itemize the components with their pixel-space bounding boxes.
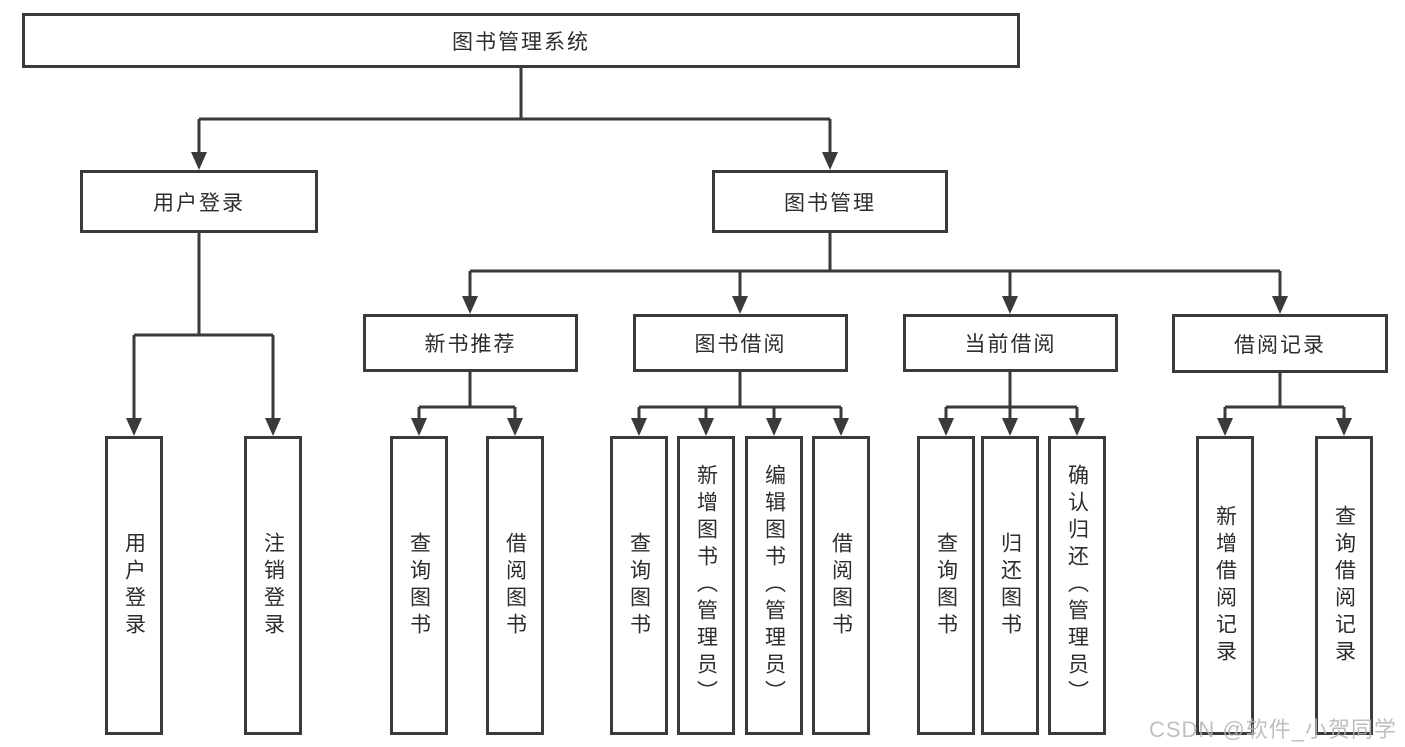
leaf-return-books-label: 归还图书 — [998, 531, 1022, 640]
leaf-borrow-books-recommend-label: 借阅图书 — [503, 531, 527, 640]
node-current-borrowing: 当前借阅 — [903, 314, 1118, 372]
node-new-book-recommend-label: 新书推荐 — [424, 333, 517, 356]
node-book-management-label: 图书管理 — [784, 191, 876, 215]
leaf-add-borrow-record-label: 新增借阅记录 — [1213, 504, 1237, 667]
watermark-text: CSDN @软件_小贺同学 — [1148, 717, 1397, 742]
leaf-add-books-admin-label: 新增图书（管理员） — [694, 464, 718, 707]
leaf-confirm-return-admin: 确认归还（管理员） — [1048, 436, 1106, 735]
leaf-add-borrow-record: 新增借阅记录 — [1196, 436, 1254, 735]
leaf-logout-label: 注销登录 — [261, 531, 285, 640]
node-library-system-label: 图书管理系统 — [452, 30, 590, 54]
leaf-query-books-current: 查询图书 — [917, 436, 975, 735]
leaf-query-books-borrowing-label: 查询图书 — [627, 531, 651, 640]
leaf-query-books-recommend: 查询图书 — [390, 436, 448, 735]
node-book-borrowing-label: 图书借阅 — [694, 333, 787, 356]
leaf-user-login: 用户登录 — [105, 436, 163, 735]
node-book-management: 图书管理 — [712, 170, 948, 233]
node-borrowing-records-label: 借阅记录 — [1234, 333, 1326, 357]
leaf-borrow-books-label: 借阅图书 — [829, 531, 853, 640]
leaf-query-borrow-record-label: 查询借阅记录 — [1332, 504, 1356, 667]
leaf-logout: 注销登录 — [244, 436, 302, 735]
leaf-confirm-return-admin-label: 确认归还（管理员） — [1065, 464, 1089, 707]
leaf-return-books: 归还图书 — [981, 436, 1039, 735]
leaf-query-books-recommend-label: 查询图书 — [407, 531, 431, 640]
leaf-user-login-label: 用户登录 — [122, 531, 146, 640]
leaf-borrow-books-recommend: 借阅图书 — [486, 436, 544, 735]
node-new-book-recommend: 新书推荐 — [363, 314, 578, 372]
node-library-system: 图书管理系统 — [22, 13, 1020, 68]
leaf-query-books-borrowing: 查询图书 — [610, 436, 668, 735]
leaf-query-borrow-record: 查询借阅记录 — [1315, 436, 1373, 735]
node-current-borrowing-label: 当前借阅 — [964, 333, 1057, 356]
leaf-query-books-current-label: 查询图书 — [934, 531, 958, 640]
leaf-edit-books-admin-label: 编辑图书（管理员） — [762, 464, 786, 707]
leaf-add-books-admin: 新增图书（管理员） — [677, 436, 735, 735]
node-book-borrowing: 图书借阅 — [633, 314, 848, 372]
node-borrowing-records: 借阅记录 — [1172, 314, 1388, 373]
node-user-login: 用户登录 — [80, 170, 318, 233]
leaf-edit-books-admin: 编辑图书（管理员） — [745, 436, 803, 735]
node-user-login-label: 用户登录 — [153, 191, 245, 215]
leaf-borrow-books: 借阅图书 — [812, 436, 870, 735]
